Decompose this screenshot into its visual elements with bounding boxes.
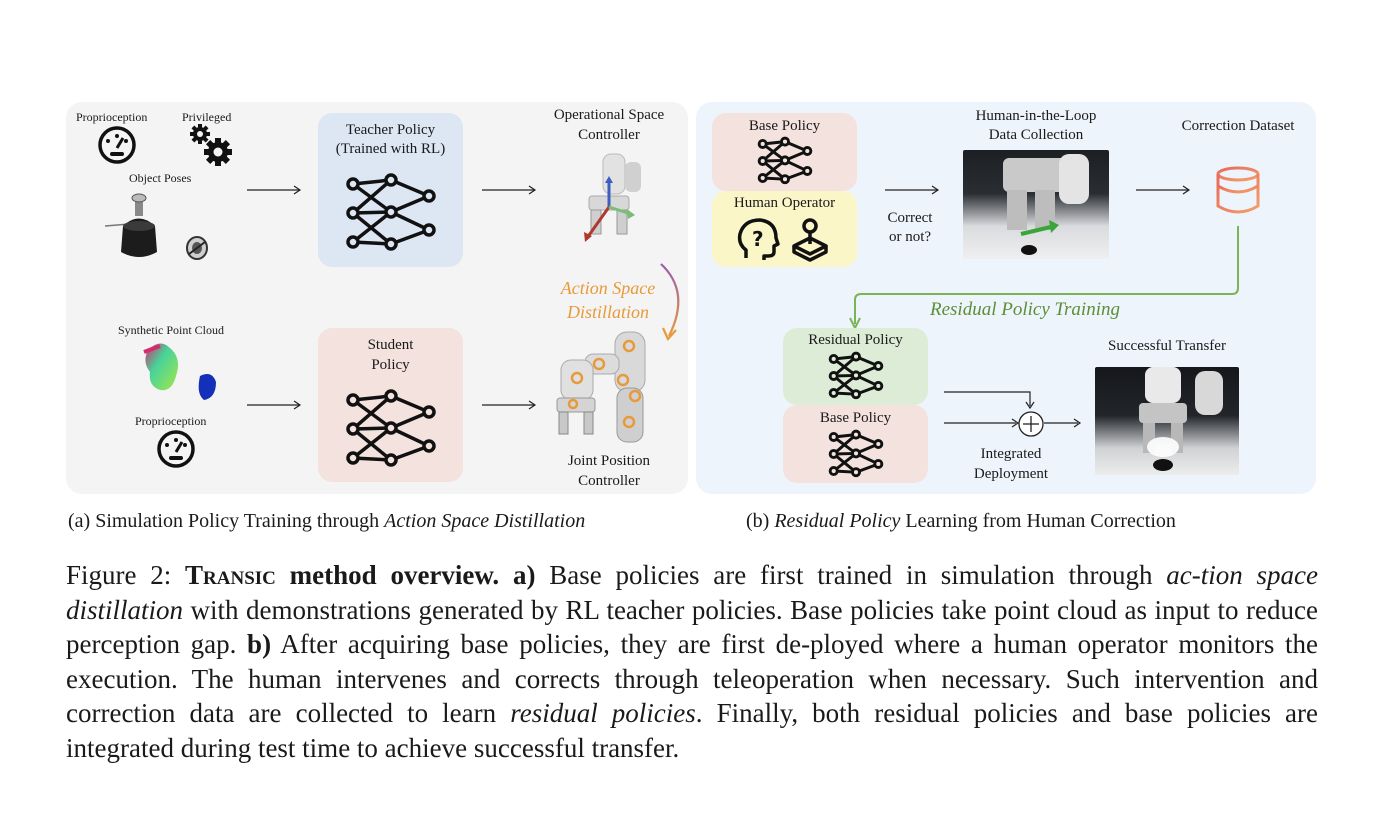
gears-icon	[190, 124, 232, 166]
hitl-label-2: Data Collection	[988, 127, 1084, 143]
robot-gripper-osc-image	[584, 153, 641, 242]
joystick-icon	[792, 218, 828, 262]
subcaption-a: (a) Simulation Policy Training through A…	[68, 510, 585, 533]
successful-transfer-label: Successful Transfer	[1108, 338, 1226, 354]
successful-transfer-photo	[1095, 367, 1239, 475]
integrated-label-1: Integrated	[980, 446, 1042, 462]
caption-fig-label: Figure 2:	[66, 560, 186, 590]
action-space-label-2: Distillation	[566, 302, 649, 322]
hitl-label-1: Human-in-the-Loop	[975, 108, 1097, 124]
label-proprioception-bottom: Proprioception	[135, 414, 207, 428]
svg-text:?: ?	[752, 227, 764, 251]
label-synthetic-point-cloud: Synthetic Point Cloud	[118, 323, 225, 337]
caption-method-name: Transic	[185, 560, 276, 590]
teacher-policy-label-1: Teacher Policy	[345, 122, 436, 138]
neural-network-icon	[346, 173, 436, 251]
neural-network-icon	[828, 429, 884, 478]
correct-label-2: or not?	[888, 229, 932, 245]
caption-text-2: with demonstrations generated by RL teac…	[66, 594, 1318, 660]
subcaption-a-italic: Action Space Distillation	[384, 510, 586, 532]
osc-label-1: Operational Space	[553, 107, 665, 123]
caption-title: method overview.	[275, 560, 500, 590]
object-poses-image	[104, 193, 208, 260]
subcaption-b: (b) Residual Policy Learning from Human …	[746, 510, 1176, 533]
caption-text-3: After acquiring base policies, they are …	[66, 629, 1318, 729]
correction-dataset-label: Correction Dataset	[1181, 118, 1295, 134]
osc-label-2: Controller	[578, 127, 640, 143]
caption-italic-1: ac-tion space distillation	[66, 560, 1318, 625]
arrow-inputs-to-teacher	[247, 185, 302, 195]
figure-caption: Figure 2: Transic method overview. a) Ba…	[66, 558, 1318, 766]
human-operator-label: Human Operator	[733, 195, 836, 211]
arrow-operator-to-hitl	[885, 185, 940, 195]
subcaption-b-italic: Residual Policy	[774, 510, 901, 532]
teacher-policy-label-2: (Trained with RL)	[335, 141, 446, 157]
base-policy-label-top: Base Policy	[748, 118, 821, 134]
database-icon	[1216, 166, 1260, 214]
hitl-photo	[963, 150, 1109, 259]
caption-italic-2: residual policies	[510, 698, 696, 729]
joint-label-2: Controller	[578, 473, 640, 489]
subcaption-b-prefix: (b)	[746, 510, 775, 532]
neural-network-icon	[828, 351, 884, 400]
arrow-hitl-to-dataset	[1136, 185, 1191, 195]
subcaption-a-text: (a) Simulation Policy Training through	[68, 510, 385, 532]
distillation-arrow	[660, 263, 680, 341]
robot-joint-image	[556, 331, 646, 443]
human-head-question-icon: ?	[737, 218, 780, 260]
neural-network-icon	[757, 136, 813, 185]
base-policy-label-bottom: Base Policy	[819, 410, 892, 426]
caption-text-1: Base policies are first trained in simul…	[535, 560, 1167, 590]
arrow-inputs-to-student	[247, 400, 302, 410]
correct-label-1: Correct	[887, 210, 933, 226]
action-space-label-1: Action Space	[560, 278, 656, 298]
gauge-icon	[157, 430, 195, 468]
gauge-icon	[98, 126, 136, 164]
caption-a-label: a)	[499, 560, 536, 590]
integrated-label-2: Deployment	[973, 466, 1049, 482]
label-object-poses: Object Poses	[129, 171, 192, 185]
residual-policy-label: Residual Policy	[808, 332, 903, 348]
caption-b-label: b)	[247, 629, 272, 660]
integration-arrows	[944, 391, 1082, 428]
caption-text-4: . Finally, both residual policies and ba…	[66, 698, 1318, 763]
plus-circle-icon	[1018, 411, 1044, 437]
arrow-student-to-joint	[482, 400, 537, 410]
arrow-teacher-to-osc	[482, 185, 537, 195]
joint-label-1: Joint Position	[567, 453, 651, 469]
label-proprioception-top: Proprioception	[76, 110, 148, 124]
label-privileged: Privileged	[182, 110, 232, 124]
subcaption-b-suffix: Learning from Human Correction	[900, 510, 1176, 532]
residual-policy-training-label: Residual Policy Training	[930, 299, 1120, 320]
human-operator-box	[712, 191, 857, 267]
student-policy-label-2: Policy	[371, 357, 410, 373]
neural-network-icon	[346, 389, 436, 467]
student-policy-label-1: Student	[367, 337, 414, 353]
point-cloud-image	[143, 343, 216, 400]
